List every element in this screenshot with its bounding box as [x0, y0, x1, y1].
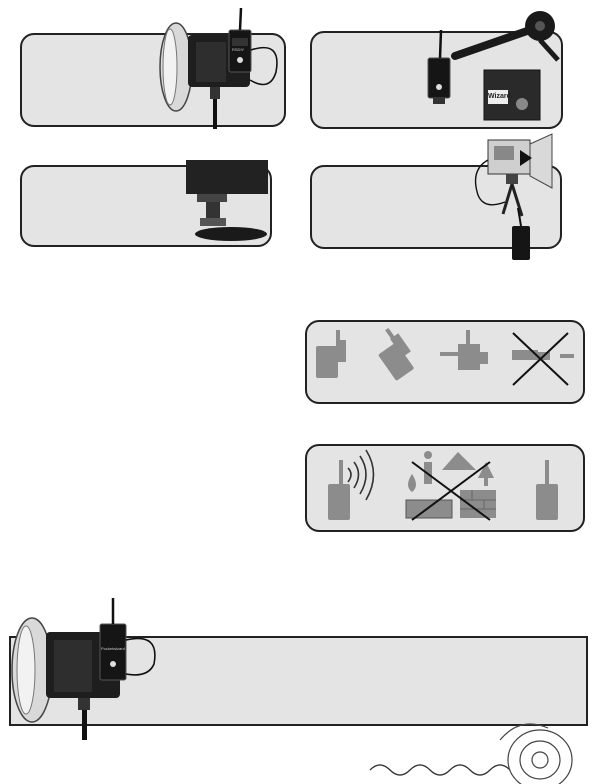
wave-decoration-icon [0, 0, 594, 784]
